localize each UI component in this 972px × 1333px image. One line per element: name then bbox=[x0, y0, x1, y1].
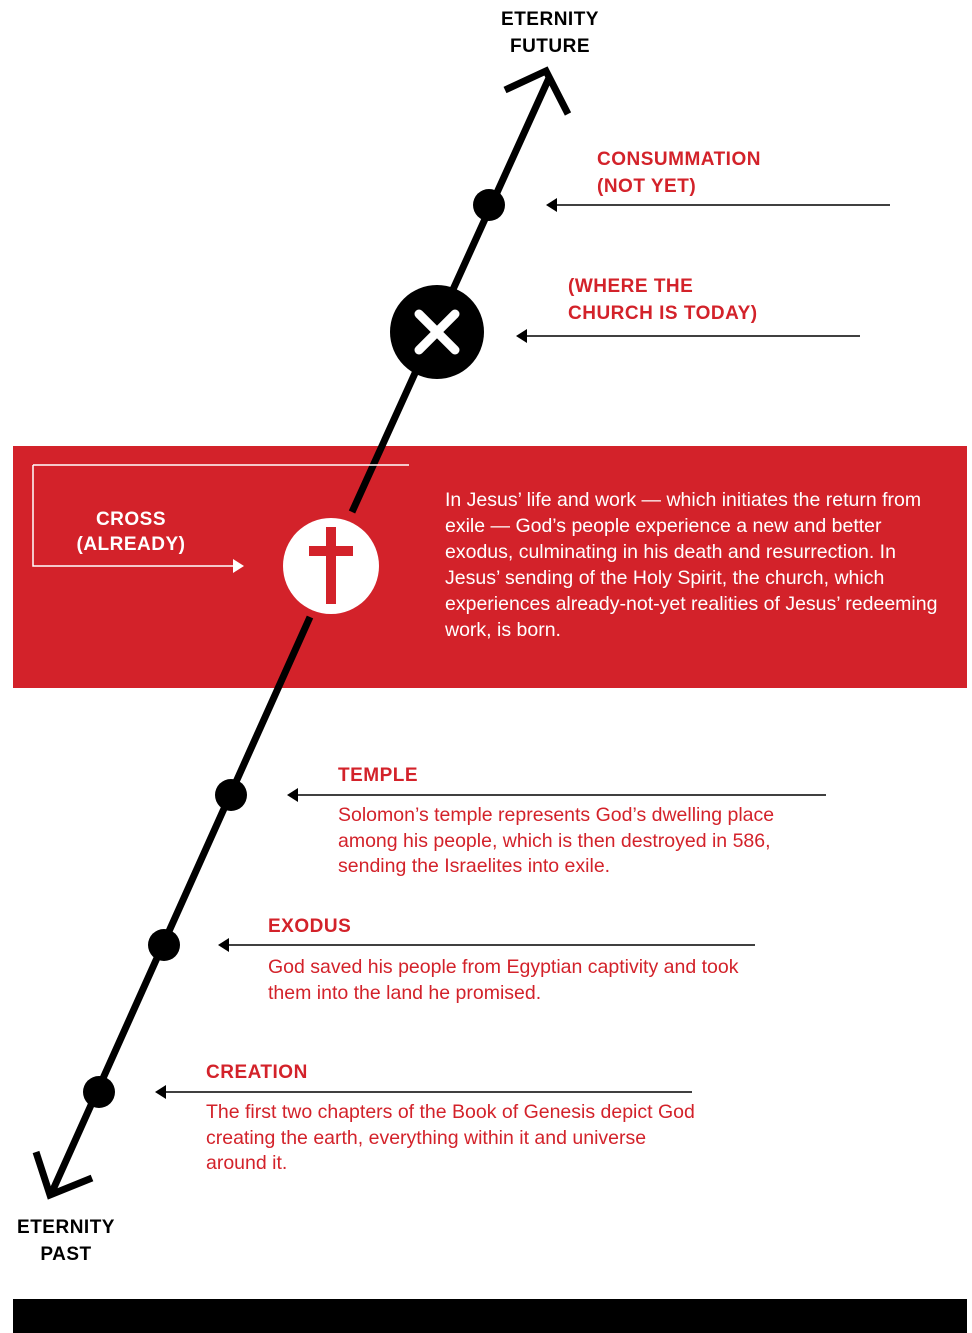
exodus-title: EXODUS bbox=[268, 916, 352, 937]
temple-dot bbox=[215, 779, 247, 811]
arrowhead-future-icon bbox=[503, 66, 572, 116]
cross-title: CROSS (ALREADY) bbox=[76, 509, 186, 555]
creation-title: CREATION bbox=[206, 1062, 308, 1083]
creation-pointer-icon bbox=[155, 1085, 692, 1099]
creation-description: The first two chapters of the Book of Ge… bbox=[206, 1101, 695, 1174]
arrowhead-past-icon bbox=[32, 1150, 94, 1200]
creation-dot bbox=[83, 1076, 115, 1108]
cross-description: In Jesus’ life and work — which initiate… bbox=[445, 489, 938, 641]
church-today-pointer-icon bbox=[516, 329, 860, 343]
cross-pointer-icon bbox=[32, 464, 409, 573]
exodus-pointer-icon bbox=[218, 938, 755, 952]
consummation-pointer-icon bbox=[546, 198, 890, 212]
eternity-past-label: ETERNITY PAST bbox=[17, 1217, 115, 1265]
temple-pointer-icon bbox=[287, 788, 826, 802]
temple-description: Solomon’s temple represents God’s dwelli… bbox=[338, 804, 775, 877]
consummation-dot bbox=[473, 189, 505, 221]
cross-circle-icon bbox=[283, 518, 379, 614]
eternity-future-label: ETERNITY FUTURE bbox=[501, 9, 599, 57]
x-circle-icon bbox=[390, 285, 484, 379]
church-today-title: (WHERE THE CHURCH IS TODAY) bbox=[568, 276, 758, 324]
temple-title: TEMPLE bbox=[338, 765, 419, 786]
exodus-dot bbox=[148, 929, 180, 961]
footer-bar bbox=[13, 1299, 967, 1333]
cross-section-band bbox=[13, 446, 967, 688]
consummation-title: CONSUMMATION (NOT YET) bbox=[597, 149, 761, 197]
exodus-description: God saved his people from Egyptian capti… bbox=[268, 956, 739, 1004]
